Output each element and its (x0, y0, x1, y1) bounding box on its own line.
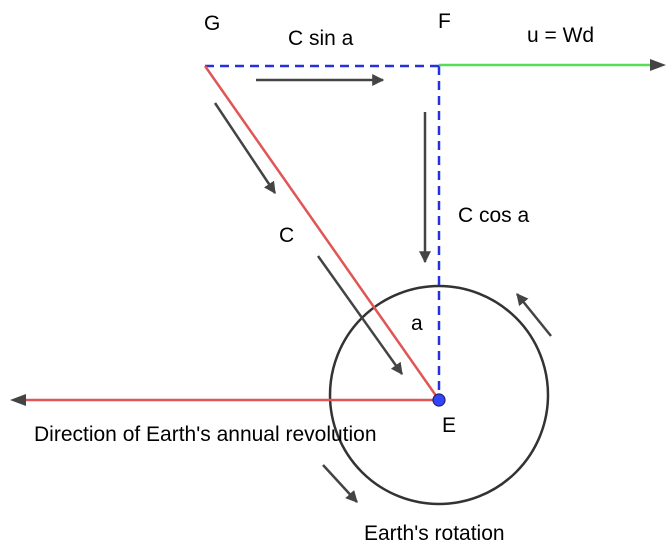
label-c-sin-a: C sin a (288, 27, 354, 50)
label-g: G (204, 12, 220, 35)
rotation-arrow-lower (322, 464, 358, 503)
earth-circle (328, 284, 550, 506)
label-earth-rotation: Earth's rotation (364, 522, 505, 545)
label-u-wd: u = Wd (527, 24, 594, 47)
u-wd-arrowhead (650, 59, 666, 71)
g-e-red-line (203, 65, 441, 401)
c-toward-earth-arrow (316, 255, 404, 375)
label-c-cos-a: C cos a (458, 204, 530, 227)
rotation-arrow-upper (516, 293, 552, 337)
label-annual-revolution: Direction of Earth's annual revolution (34, 423, 377, 446)
g-side-arrow (213, 102, 277, 194)
label-f: F (438, 10, 451, 33)
point-e-dot (432, 393, 446, 407)
label-angle-a: a (411, 312, 423, 335)
label-c: C (279, 224, 294, 247)
annual-revolution-arrowhead (10, 394, 26, 406)
label-e: E (442, 414, 456, 437)
